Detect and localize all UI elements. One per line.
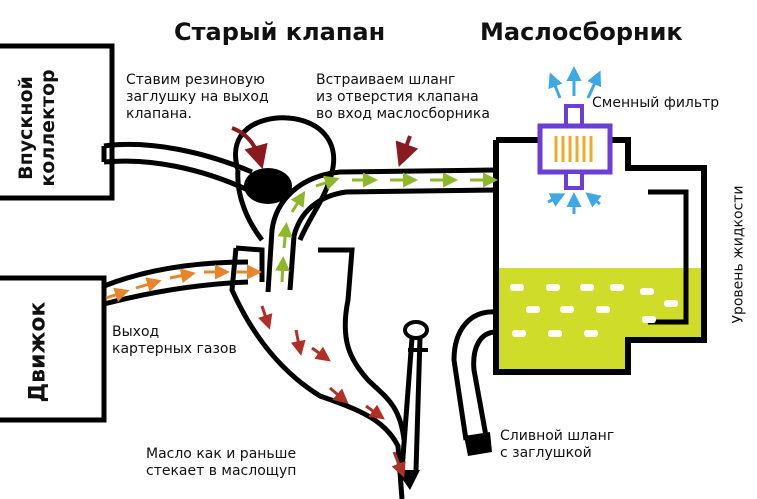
gas-flow-arrows: [105, 264, 262, 302]
plug-annotation-arrow: [231, 126, 268, 170]
rubber-plug-note-line1: Ставим резиновую: [126, 72, 265, 88]
air-arrows: [547, 66, 602, 214]
oil-drain-line2: стекает в маслощуп: [146, 463, 297, 479]
rubber-plug-note-line2: заглушку на выход: [126, 89, 269, 105]
hose-note-line3: во вход маслосборника: [316, 106, 490, 122]
hose-note-line1: Встраиваем шланг: [316, 72, 456, 88]
hose-annotation-arrow: [395, 135, 419, 168]
intake-hose: [103, 141, 253, 193]
drain-hose-label: Сливной шланг с заглушкой: [500, 428, 614, 462]
rubber-plug-note-line3: клапана.: [126, 106, 192, 122]
engine-label: Движок: [25, 301, 51, 403]
liquid-level-fill: [496, 268, 628, 372]
clean-flow-arrows: [275, 172, 498, 283]
old-valve-title: Старый клапан: [174, 18, 386, 46]
oil-drain-label: Масло как и раньше стекает в маслощуп: [146, 446, 296, 480]
replaceable-filter: [537, 104, 613, 190]
intake-manifold-box: [0, 43, 115, 201]
drain-plug: [464, 432, 492, 456]
gas-out-line2: картерных газов: [112, 341, 237, 357]
valve-funnel: [229, 245, 405, 499]
drain-hose-line2: с заглушкой: [500, 445, 592, 461]
intake-manifold-line1: Впускной: [15, 76, 37, 180]
rubber-plug-note: Ставим резиновую заглушку на выход клапа…: [126, 72, 269, 123]
dipstick: [399, 337, 423, 471]
gas-out-label: Выход картерных газов: [112, 324, 237, 358]
oil-drain-line1: Масло как и раньше: [146, 446, 297, 462]
hose-note: Встраиваем шланг из отверстия клапана во…: [316, 72, 490, 123]
drain-hose-line1: Сливной шланг: [500, 428, 615, 444]
gas-out-line1: Выход: [112, 324, 160, 340]
oil-flow-arrows: [258, 305, 406, 478]
hose-note-line2: из отверстия клапана: [316, 89, 479, 105]
intake-manifold-label: Впускной коллектор: [15, 63, 59, 193]
drain-hose: [451, 309, 497, 441]
rubber-plug: [244, 168, 292, 204]
liquid-level-label: Уровень жидкости: [730, 185, 747, 324]
filter-label: Сменный фильтр: [592, 95, 720, 111]
engine-box: [0, 275, 107, 423]
intake-manifold-line2: коллектор: [37, 69, 59, 187]
liquid-bubbles: [510, 284, 678, 337]
crankcase-hose: [103, 259, 249, 307]
catch-can-title: Маслосборник: [480, 18, 683, 46]
